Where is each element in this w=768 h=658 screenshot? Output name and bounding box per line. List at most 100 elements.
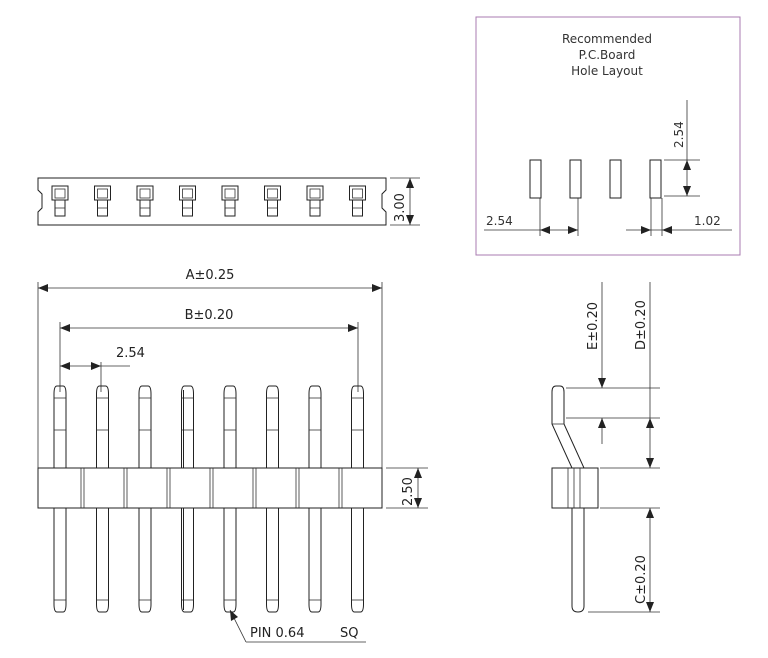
dim-a-arrow-left bbox=[38, 284, 48, 292]
pcb-hole-layout: Recommended P.C.Board Hole Layout 2.54 2… bbox=[475, 16, 741, 256]
dim-b-label: B±0.20 bbox=[185, 308, 234, 323]
dim-a-arrow-right bbox=[372, 284, 382, 292]
top-cavity-inner bbox=[139, 188, 151, 199]
front-pin bbox=[266, 385, 279, 613]
pcb-title-line3: Hole Layout bbox=[571, 64, 643, 78]
pcb-dim-hole: 1.02 bbox=[694, 214, 721, 228]
top-cavity-outer bbox=[264, 185, 281, 201]
dim-b-arrow-left bbox=[60, 324, 70, 332]
top-cavity-inner bbox=[352, 188, 363, 199]
front-pin-lower bbox=[53, 508, 67, 613]
top-view-outline bbox=[37, 177, 387, 226]
top-cavity bbox=[136, 185, 154, 217]
dim-e-label: E±0.20 bbox=[586, 302, 601, 350]
pcb-title-line1: Recommended bbox=[562, 32, 652, 46]
pcb-arrow-hole-left bbox=[641, 226, 651, 234]
pcb-layout-frame bbox=[475, 16, 741, 256]
side-body bbox=[551, 467, 599, 509]
front-pin-upper bbox=[96, 385, 109, 468]
top-view: 3.00 bbox=[37, 177, 420, 226]
top-cavity-outer bbox=[51, 185, 69, 201]
pcb-arrow-left bbox=[540, 226, 550, 234]
top-cavity-inner bbox=[97, 188, 108, 199]
pcb-hole bbox=[609, 159, 622, 199]
pcb-arrow-down bbox=[683, 186, 691, 196]
top-cavity bbox=[51, 185, 69, 217]
pcb-hole bbox=[529, 159, 542, 199]
front-pins bbox=[53, 385, 364, 613]
top-cavity bbox=[221, 185, 239, 217]
top-cavity bbox=[306, 185, 324, 217]
front-pin-lower bbox=[351, 508, 364, 613]
front-pin-upper bbox=[351, 385, 364, 468]
front-pin-lower bbox=[223, 508, 237, 613]
top-cavity-inner bbox=[267, 188, 278, 199]
dim-pitch-arrow-left bbox=[60, 362, 70, 370]
top-cavity-outer bbox=[221, 185, 239, 201]
front-pin-lower bbox=[96, 508, 109, 613]
dim-pitch-arrow-right bbox=[91, 362, 101, 370]
dim-body-label: 2.50 bbox=[401, 477, 416, 506]
pcb-arrow-right bbox=[568, 226, 578, 234]
pcb-dim-pitch-v: 2.54 bbox=[672, 121, 686, 148]
side-pin-upper bbox=[551, 385, 585, 469]
front-pin bbox=[96, 385, 109, 613]
dim-c-arrow-bottom bbox=[646, 602, 654, 612]
top-cavity-outer bbox=[136, 185, 154, 201]
top-cavity-outer bbox=[94, 185, 111, 201]
dim-d-arrow-top bbox=[646, 418, 654, 428]
front-pin-upper bbox=[181, 385, 194, 468]
front-pin bbox=[53, 385, 67, 613]
dim-b-arrow-right bbox=[348, 324, 358, 332]
pin-note-arrow bbox=[230, 610, 238, 621]
pin-note-suffix: SQ bbox=[340, 626, 358, 641]
dim-c-label: C±0.20 bbox=[634, 555, 649, 604]
front-pin-upper bbox=[223, 385, 237, 468]
front-pin bbox=[351, 385, 364, 613]
top-cavity-outer bbox=[179, 185, 196, 201]
front-pin-upper bbox=[266, 385, 279, 468]
front-pin-upper bbox=[308, 385, 322, 468]
front-pin bbox=[138, 385, 152, 613]
pcb-title-line2: P.C.Board bbox=[579, 48, 636, 62]
top-view-cavities bbox=[51, 185, 366, 217]
front-pin-lower bbox=[181, 508, 194, 613]
front-pin bbox=[308, 385, 322, 613]
top-cavity-inner bbox=[224, 188, 236, 199]
top-cavity bbox=[349, 185, 366, 217]
dim-e-arrow-bottom bbox=[598, 418, 606, 428]
pcb-dim-pitch-h: 2.54 bbox=[486, 214, 513, 228]
dim-body-arrow-down bbox=[414, 498, 422, 508]
dim-pitch-label: 2.54 bbox=[116, 346, 145, 361]
pcb-hole bbox=[649, 159, 662, 199]
front-pin-lower bbox=[138, 508, 152, 613]
front-pin bbox=[223, 385, 237, 613]
dim-d-arrow-bottom bbox=[646, 458, 654, 468]
top-cavity-outer bbox=[306, 185, 324, 201]
front-pin-lower bbox=[308, 508, 322, 613]
top-cavity bbox=[264, 185, 281, 217]
front-pin-upper bbox=[53, 385, 67, 468]
dim-a-label: A±0.25 bbox=[186, 268, 235, 283]
top-cavity-inner bbox=[309, 188, 321, 199]
top-cavity-outer bbox=[349, 185, 366, 201]
pcb-holes bbox=[529, 159, 662, 199]
dim-d-label: D±0.20 bbox=[634, 300, 649, 350]
pcb-arrow-hole-right bbox=[662, 226, 672, 234]
top-dim-arrow-up bbox=[406, 178, 414, 188]
top-dim-arrow-down bbox=[406, 215, 414, 225]
side-view: E±0.20 D±0.20 C±0.20 bbox=[551, 282, 660, 613]
pin-note-prefix: PIN 0.64 bbox=[250, 626, 304, 641]
top-dim-height: 3.00 bbox=[393, 193, 408, 222]
pcb-hole bbox=[569, 159, 582, 199]
front-body-dividers bbox=[80, 468, 343, 508]
front-pin-upper bbox=[138, 385, 152, 468]
top-cavity-inner bbox=[182, 188, 193, 199]
top-cavity bbox=[179, 185, 196, 217]
top-cavity-inner bbox=[54, 188, 66, 199]
front-pin-lower bbox=[266, 508, 279, 613]
top-cavity bbox=[94, 185, 111, 217]
dim-body-arrow-up bbox=[414, 468, 422, 478]
pcb-arrow-up bbox=[683, 160, 691, 170]
